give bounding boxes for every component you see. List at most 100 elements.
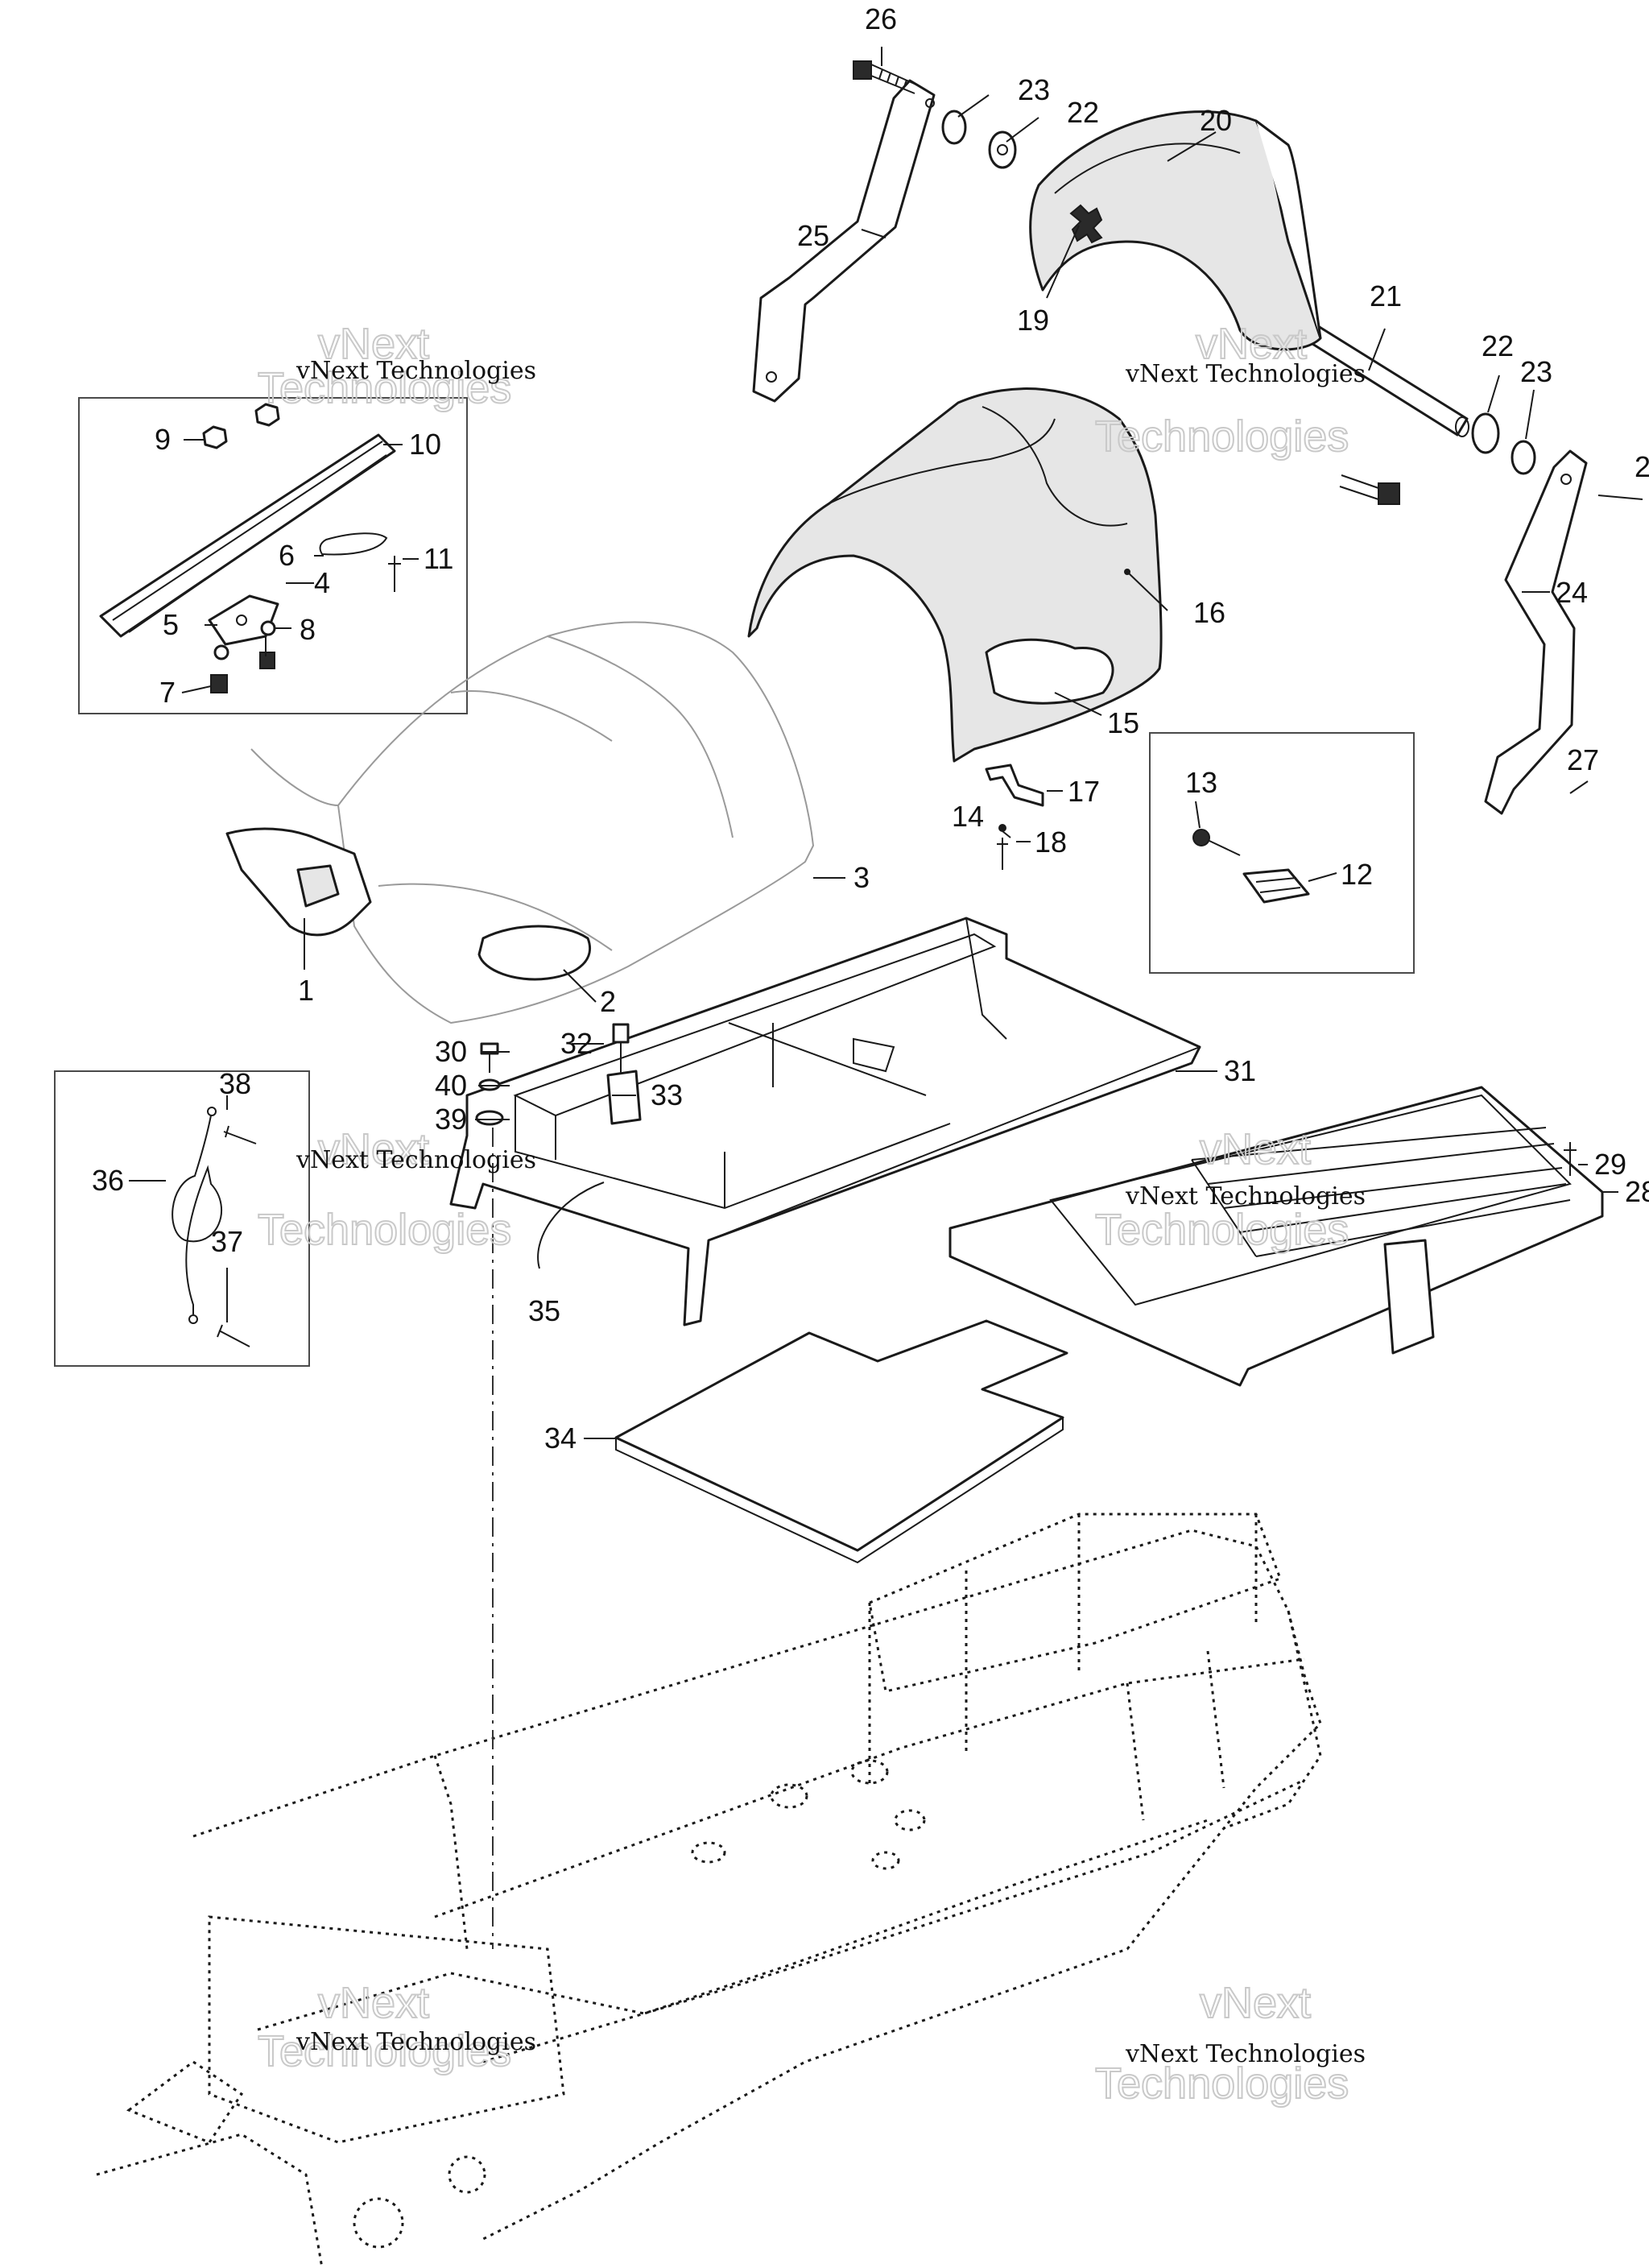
watermark-outline-vnext: vNext (318, 1125, 429, 1173)
callout-13: 13 (1185, 766, 1217, 799)
callout-5: 5 (163, 608, 179, 641)
callout-33: 33 (651, 1078, 683, 1111)
watermark-label: vNext Technologies (1125, 2040, 1366, 2068)
spacer-23-left (941, 110, 967, 145)
callout-23-right: 23 (1520, 355, 1552, 388)
backrest-pad-20 (1029, 110, 1322, 351)
bracket-33 (606, 1070, 642, 1125)
rivet-38 (223, 1125, 257, 1144)
callout-25: 25 (797, 219, 829, 252)
callout-22-top: 22 (1067, 96, 1099, 129)
callout-26: 26 (865, 2, 897, 35)
hinge-12 (1242, 868, 1310, 904)
callout-30: 30 (435, 1035, 467, 1068)
callout-21: 21 (1370, 279, 1402, 312)
detail-box-tether (54, 1070, 310, 1367)
spacer-23-right (1511, 440, 1536, 475)
loop-cable-6 (319, 532, 388, 556)
detail-box-seat-latch (78, 397, 468, 714)
detail-box-hinge (1149, 732, 1415, 974)
watermark-outline-vnext: vNext (1196, 320, 1307, 368)
watermark-label: vNext Technologies (1125, 360, 1366, 388)
rivet-37 (217, 1324, 250, 1347)
bolt-32 (612, 1023, 630, 1079)
callout-36: 36 (92, 1164, 124, 1197)
latch-5 (208, 594, 279, 646)
fastener-14 (998, 824, 1006, 832)
seat-3 (337, 621, 815, 1024)
washer-8b (213, 644, 229, 660)
callout-20: 20 (1200, 104, 1232, 137)
nut-9 (202, 425, 228, 449)
foam-pad-34 (614, 1319, 1068, 1564)
leader-lines (129, 47, 1643, 1439)
vehicle-chassis (96, 1513, 1322, 2268)
watermark-label: vNext Technologies (1125, 1182, 1366, 1211)
rear-seat-16 (747, 387, 1163, 763)
seat-base-31 (449, 917, 1201, 1326)
washer-22-left (988, 130, 1017, 169)
watermark-outline-technologies: Technologies (258, 2027, 511, 2076)
screw-7 (210, 652, 275, 693)
watermark-label: vNext Technologies (295, 357, 536, 385)
callout-12: 12 (1341, 858, 1373, 891)
washer-39 (475, 1110, 504, 1126)
tether-cable-36 (172, 1107, 223, 1324)
callout-1: 1 (298, 974, 314, 1007)
callout-9: 9 (155, 423, 171, 456)
callout-32: 32 (560, 1027, 593, 1060)
watermark-outline-vnext: vNext (318, 320, 429, 368)
watermark-label: vNext Technologies (295, 2028, 536, 2056)
callout-18: 18 (1035, 826, 1067, 859)
callout-35: 35 (528, 1294, 560, 1327)
callout-4: 4 (314, 566, 330, 599)
callout-8: 8 (300, 613, 316, 646)
callout-15: 15 (1107, 706, 1139, 739)
callout-19: 19 (1017, 304, 1049, 337)
callout-31: 31 (1224, 1054, 1256, 1087)
callout-23-top: 23 (1018, 73, 1050, 106)
callout-7: 7 (159, 676, 176, 709)
callout-38: 38 (219, 1067, 251, 1100)
watermark-label: vNext Technologies (295, 1146, 536, 1174)
callout-37: 37 (211, 1225, 243, 1258)
watermark-outline-vnext: vNext (318, 1979, 429, 2027)
pin-11 (388, 556, 401, 592)
watermark-outline-technologies: Technologies (1095, 1206, 1349, 1254)
bolt-30 (480, 1042, 499, 1073)
seat-front-panel-1 (225, 827, 372, 937)
callout-10: 10 (409, 428, 441, 461)
watermark-outline-technologies: Technologies (258, 1206, 511, 1254)
callout-11: 11 (424, 542, 453, 575)
callout-3: 3 (853, 861, 870, 894)
callout-22-right: 22 (1482, 329, 1514, 362)
washer-8 (260, 620, 276, 636)
watermarks: vNext Technologies vNext Technologies vN… (257, 319, 1366, 2109)
callout-28-top: 28 (1635, 450, 1649, 483)
seat-pad-2 (477, 925, 591, 981)
watermark-outline-technologies: Technologies (1095, 412, 1349, 461)
backrest-bracket-left (752, 79, 936, 403)
backrest-bolt-28 (1339, 474, 1400, 505)
callout-6: 6 (279, 539, 295, 572)
callout-34: 34 (544, 1422, 577, 1455)
backrest-bracket-right (1484, 449, 1588, 815)
backrest-bolt-26 (853, 60, 919, 94)
callout-16: 16 (1193, 596, 1225, 629)
callout-17: 17 (1068, 775, 1100, 808)
washer-22-right (1471, 412, 1500, 454)
callout-27: 27 (1567, 743, 1599, 776)
watermark-outline-technologies: Technologies (258, 364, 511, 412)
rear-platform-28 (948, 1086, 1604, 1387)
rivet-29 (1564, 1142, 1577, 1176)
bumper-35 (537, 1182, 605, 1269)
latch-bracket-10 (99, 433, 396, 638)
callout-14: 14 (952, 800, 984, 833)
callout-numbers: 26 23 22 20 25 19 21 22 23 28 24 16 15 2… (92, 2, 1649, 1455)
screw-13 (1192, 829, 1241, 856)
watermark-outline-vnext: vNext (1200, 1979, 1311, 2027)
callout-29: 29 (1594, 1148, 1626, 1181)
callout-39: 39 (435, 1103, 467, 1136)
rivet-18 (997, 838, 1008, 870)
